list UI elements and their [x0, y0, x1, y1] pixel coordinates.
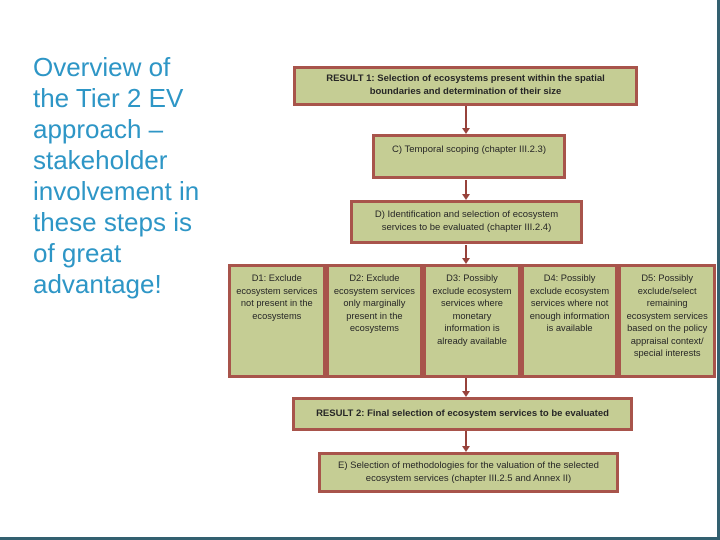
- flow-box-option-d2: D2: Exclude ecosystem services only marg…: [325, 264, 424, 378]
- flow-box-option-d1: D1: Exclude ecosystem services not prese…: [228, 264, 326, 378]
- flow-box-option-d4: D4: Possibly exclude ecosystem services …: [520, 264, 619, 378]
- d-options-row: D1: Exclude ecosystem services not prese…: [228, 264, 716, 378]
- slide-title: Overview of the Tier 2 EV approach – sta…: [33, 52, 200, 299]
- flow-box-option-d5: D5: Possibly exclude/select remaining ec…: [618, 264, 716, 378]
- flow-arrow-options-to-result2: [462, 378, 470, 397]
- flow-arrow-c-to-d: [462, 180, 470, 200]
- flow-arrow-d-to-options: [462, 245, 470, 264]
- flow-box-result-2: RESULT 2: Final selection of ecosystem s…: [292, 397, 633, 431]
- flow-box-step-c: C) Temporal scoping (chapter III.2.3): [372, 134, 566, 179]
- flow-box-result-1: RESULT 1: Selection of ecosystems presen…: [293, 66, 638, 106]
- flow-box-step-e: E) Selection of methodologies for the va…: [318, 452, 619, 493]
- flow-arrow-result1-to-c: [462, 106, 470, 134]
- flow-box-step-d: D) Identification and selection of ecosy…: [350, 200, 583, 244]
- flow-box-option-d3: D3: Possibly exclude ecosystem services …: [423, 264, 521, 378]
- flow-arrow-result2-to-e: [462, 431, 470, 452]
